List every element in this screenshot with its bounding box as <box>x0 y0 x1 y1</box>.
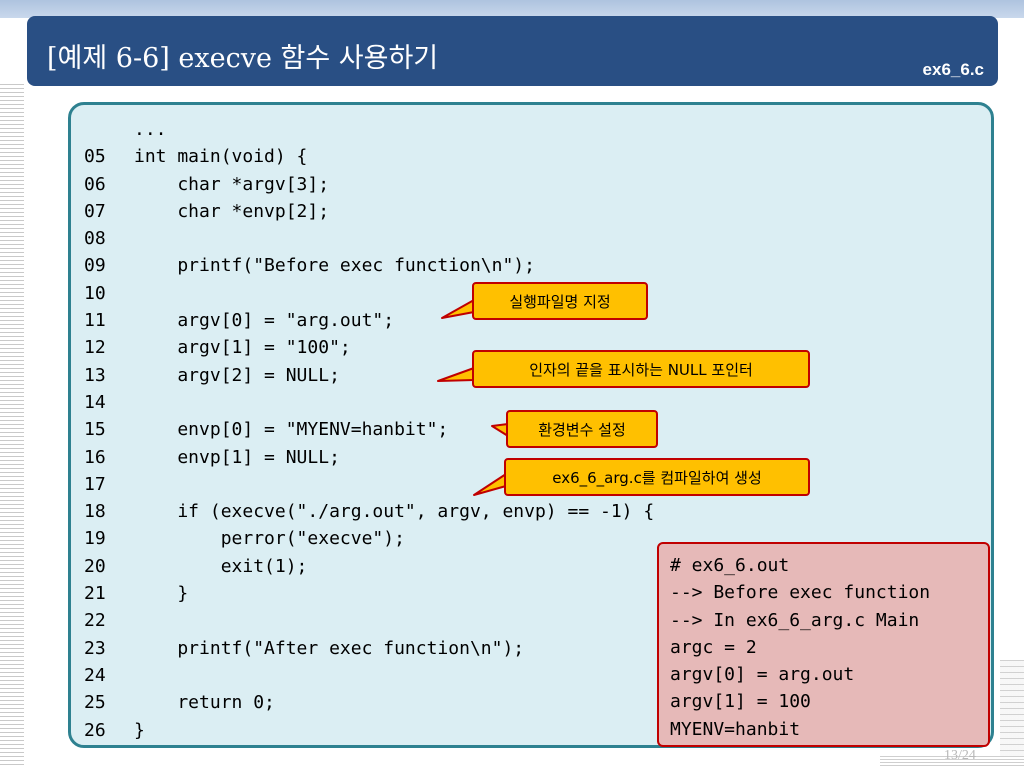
left-decor-stripes <box>0 84 24 768</box>
code-line: 21 } <box>84 580 654 607</box>
line-number: 08 <box>84 228 106 250</box>
line-number: 11 <box>84 310 106 332</box>
code-text: envp[1] = NULL; <box>134 446 340 468</box>
code-line: 07 char *envp[2]; <box>84 198 654 225</box>
output-listing: # ex6_6.out --> Before exec function -->… <box>670 552 988 743</box>
file-name-label: ex6_6.c <box>922 60 984 79</box>
code-line: 05 int main(void) { <box>84 143 654 170</box>
code-line: 15 envp[0] = "MYENV=hanbit"; <box>84 416 654 443</box>
code-text: return 0; <box>134 692 275 714</box>
code-text: argv[1] = "100"; <box>134 337 351 359</box>
code-text: printf("After exec function\n"); <box>134 637 525 659</box>
code-text: ... <box>134 119 167 140</box>
code-text: exit(1); <box>134 555 308 577</box>
code-line: 23 printf("After exec function\n"); <box>84 635 654 662</box>
code-line: 19 perror("execve"); <box>84 525 654 552</box>
code-line: 18 if (execve("./arg.out", argv, envp) =… <box>84 498 654 525</box>
code-text: char *argv[3]; <box>134 173 330 195</box>
code-line: 13 argv[2] = NULL; <box>84 362 654 389</box>
code-line: 10 <box>84 280 654 307</box>
line-number: 09 <box>84 255 106 277</box>
line-number: 15 <box>84 419 106 441</box>
code-line: 08 <box>84 225 654 252</box>
output-panel: # ex6_6.out --> Before exec function -->… <box>657 542 990 747</box>
line-number: 20 <box>84 555 106 577</box>
code-text: } <box>134 583 189 605</box>
code-line: 24 <box>84 662 654 689</box>
code-text: printf("Before exec function\n"); <box>134 255 535 277</box>
line-number: 13 <box>84 364 106 386</box>
callout-pointer-null <box>437 367 475 382</box>
line-number: 24 <box>84 664 106 686</box>
line-number: 06 <box>84 173 106 195</box>
output-line: # ex6_6.out <box>670 555 790 576</box>
line-number: 14 <box>84 391 106 413</box>
code-line: 16 envp[1] = NULL; <box>84 444 654 471</box>
building-decor-image <box>1000 660 1024 756</box>
callout-text: ex6_6_arg.c를 컴파일하여 생성 <box>552 468 762 487</box>
callout-exec-filename: 실행파일명 지정 <box>472 282 648 320</box>
slide-title: [예제 6-6] execve 함수 사용하기 <box>47 43 439 74</box>
top-decor-band <box>0 0 1024 18</box>
callout-pointer-compile <box>473 473 507 496</box>
page-number: 13/24 <box>944 748 976 763</box>
callout-text: 인자의 끝을 표시하는 NULL 포인터 <box>529 360 753 379</box>
code-line: 12 argv[1] = "100"; <box>84 334 654 361</box>
callout-null-pointer: 인자의 끝을 표시하는 NULL 포인터 <box>472 350 810 388</box>
line-number: 12 <box>84 337 106 359</box>
code-line: 06 char *argv[3]; <box>84 171 654 198</box>
code-text: } <box>134 719 145 741</box>
code-text: argv[0] = "arg.out"; <box>134 310 395 332</box>
output-line: argv[0] = arg.out <box>670 664 855 686</box>
callout-text: 환경변수 설정 <box>538 420 626 439</box>
line-number: 25 <box>84 692 106 714</box>
code-line: 09 printf("Before exec function\n"); <box>84 252 654 279</box>
code-text: envp[0] = "MYENV=hanbit"; <box>134 419 449 441</box>
code-line: 14 <box>84 389 654 416</box>
line-number: 26 <box>84 719 106 741</box>
line-number: 23 <box>84 637 106 659</box>
title-bar <box>27 16 998 86</box>
code-line: ... <box>84 116 654 143</box>
code-text: if (execve("./arg.out", argv, envp) == -… <box>134 501 655 523</box>
callout-env-var: 환경변수 설정 <box>506 410 658 448</box>
output-line: argc = 2 <box>670 636 757 658</box>
line-number: 18 <box>84 501 106 523</box>
line-number: 10 <box>84 282 106 304</box>
code-text: argv[2] = NULL; <box>134 364 340 386</box>
code-line: 17 <box>84 471 654 498</box>
output-line: --> In ex6_6_arg.c Main <box>670 609 920 631</box>
bottom-decor-stripes <box>880 756 1024 768</box>
line-number: 07 <box>84 200 106 222</box>
line-number: 16 <box>84 446 106 468</box>
callout-pointer-exec-file <box>441 299 475 319</box>
line-number: 17 <box>84 473 106 495</box>
code-text: int main(void) { <box>134 146 308 168</box>
output-line: argv[1] = 100 <box>670 691 811 713</box>
code-line: 11 argv[0] = "arg.out"; <box>84 307 654 334</box>
code-line: 25 return 0; <box>84 689 654 716</box>
code-line: 26} <box>84 717 654 744</box>
output-line: --> Before exec function <box>670 582 931 604</box>
code-text: perror("execve"); <box>134 528 405 550</box>
line-number: 22 <box>84 610 106 632</box>
callout-compile: ex6_6_arg.c를 컴파일하여 생성 <box>504 458 810 496</box>
line-number: 19 <box>84 528 106 550</box>
line-number: 21 <box>84 583 106 605</box>
code-text: char *envp[2]; <box>134 200 330 222</box>
code-line: 20 exit(1); <box>84 553 654 580</box>
output-line: MYENV=hanbit <box>670 718 801 740</box>
code-listing: ... 05 int main(void) { 06 char *argv[3];… <box>84 116 654 744</box>
callout-text: 실행파일명 지정 <box>509 292 611 311</box>
code-line: 22 <box>84 607 654 634</box>
line-number: 05 <box>84 146 106 168</box>
